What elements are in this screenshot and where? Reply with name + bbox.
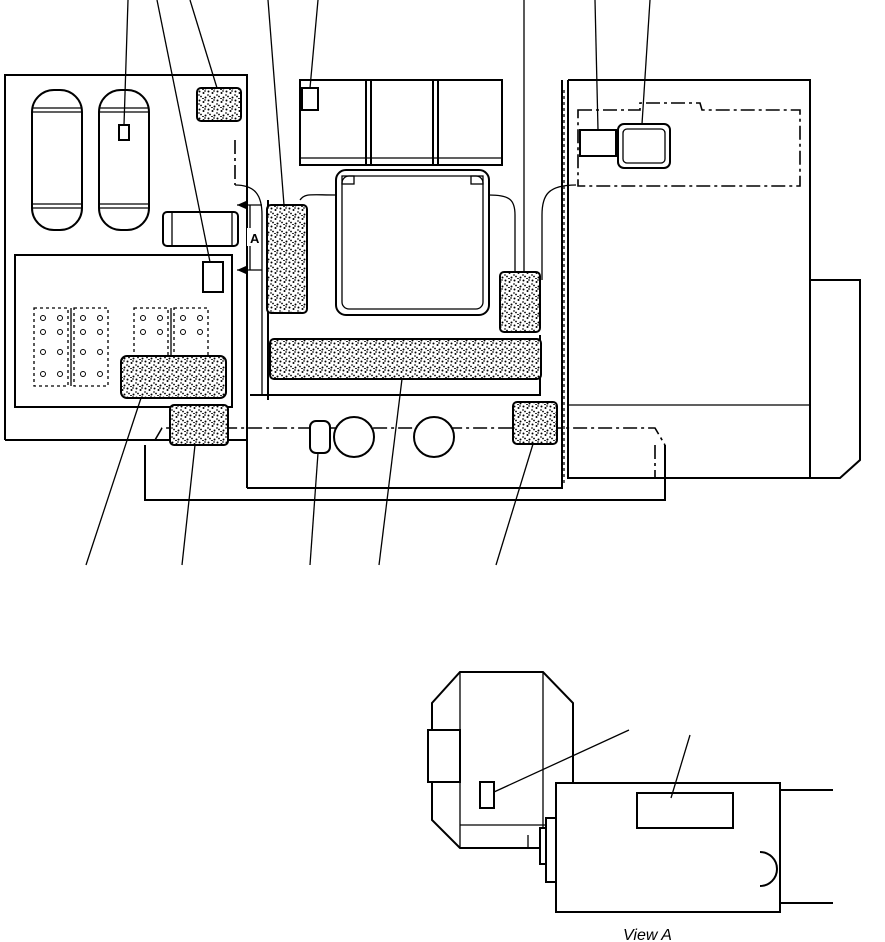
relay-box — [579, 129, 617, 157]
view-a-label-plate — [636, 792, 734, 829]
harness-pad-lower-left — [169, 404, 229, 446]
view-marker-label: A — [250, 231, 260, 246]
harness-pad-right — [499, 271, 541, 333]
harness-pads — [120, 87, 558, 446]
right-cab-compartment — [577, 102, 801, 187]
view-a-caption: View A — [623, 927, 672, 942]
air-tank-right — [98, 89, 150, 231]
housing-label-plate — [479, 781, 495, 809]
harness-pad-lower-right — [512, 401, 558, 445]
housing-side-plate — [427, 729, 461, 783]
harness-pad-left-vertical — [266, 204, 308, 314]
leader-lines — [85, 0, 651, 566]
engine-block — [299, 169, 516, 316]
air-tank-left — [31, 89, 83, 231]
radiator-unit — [299, 79, 503, 166]
radiator-label-plate — [301, 87, 319, 111]
view-a-detail: View A — [427, 671, 833, 942]
main-frame — [4, 74, 861, 501]
harness-pad-top-left — [196, 87, 242, 122]
cross-member-parts — [309, 416, 455, 458]
connector-plug — [309, 420, 331, 454]
battery-label-plate — [202, 261, 224, 293]
view-a-marker: A — [237, 201, 262, 274]
tank-label-plate — [118, 124, 130, 141]
mount-hole-left — [333, 416, 375, 458]
cylinder-component — [162, 211, 239, 247]
harness-pad-battery — [120, 355, 227, 399]
controller-box — [617, 123, 671, 169]
harness-pad-center-horizontal — [269, 338, 542, 380]
mount-hole-right — [413, 416, 455, 458]
